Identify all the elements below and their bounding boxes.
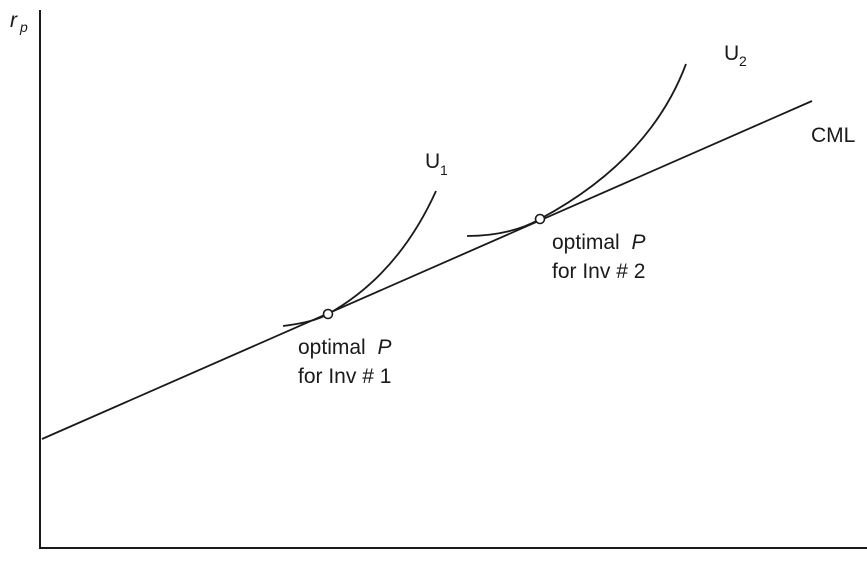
point-1-label-prefix: optimal — [298, 336, 366, 359]
y-axis-label: r — [10, 9, 18, 32]
indifference-curve-u1 — [282, 190, 437, 327]
point-1-label-line1: optimal P — [298, 336, 392, 359]
y-axis-label-subscript: p — [19, 19, 28, 35]
u2-label-subscript: 2 — [739, 53, 747, 69]
point-2-label-line2: for Inv # 2 — [552, 260, 645, 283]
indifference-curve-u2 — [466, 63, 687, 237]
u1-label-subscript: 1 — [440, 162, 448, 178]
optimal-point-2 — [534, 213, 546, 225]
point-2-label-prefix: optimal — [552, 231, 620, 254]
cml-label: CML — [811, 124, 855, 147]
u1-label: U — [425, 150, 440, 173]
cml-line — [41, 100, 813, 440]
point-1-label-line2: for Inv # 1 — [298, 365, 391, 388]
u2-label: U — [724, 42, 739, 65]
point-2-label-line1: optimal P — [552, 231, 646, 254]
optimal-point-1 — [322, 308, 334, 320]
point-1-label-var: P — [378, 336, 392, 359]
point-2-label-var: P — [632, 231, 646, 254]
